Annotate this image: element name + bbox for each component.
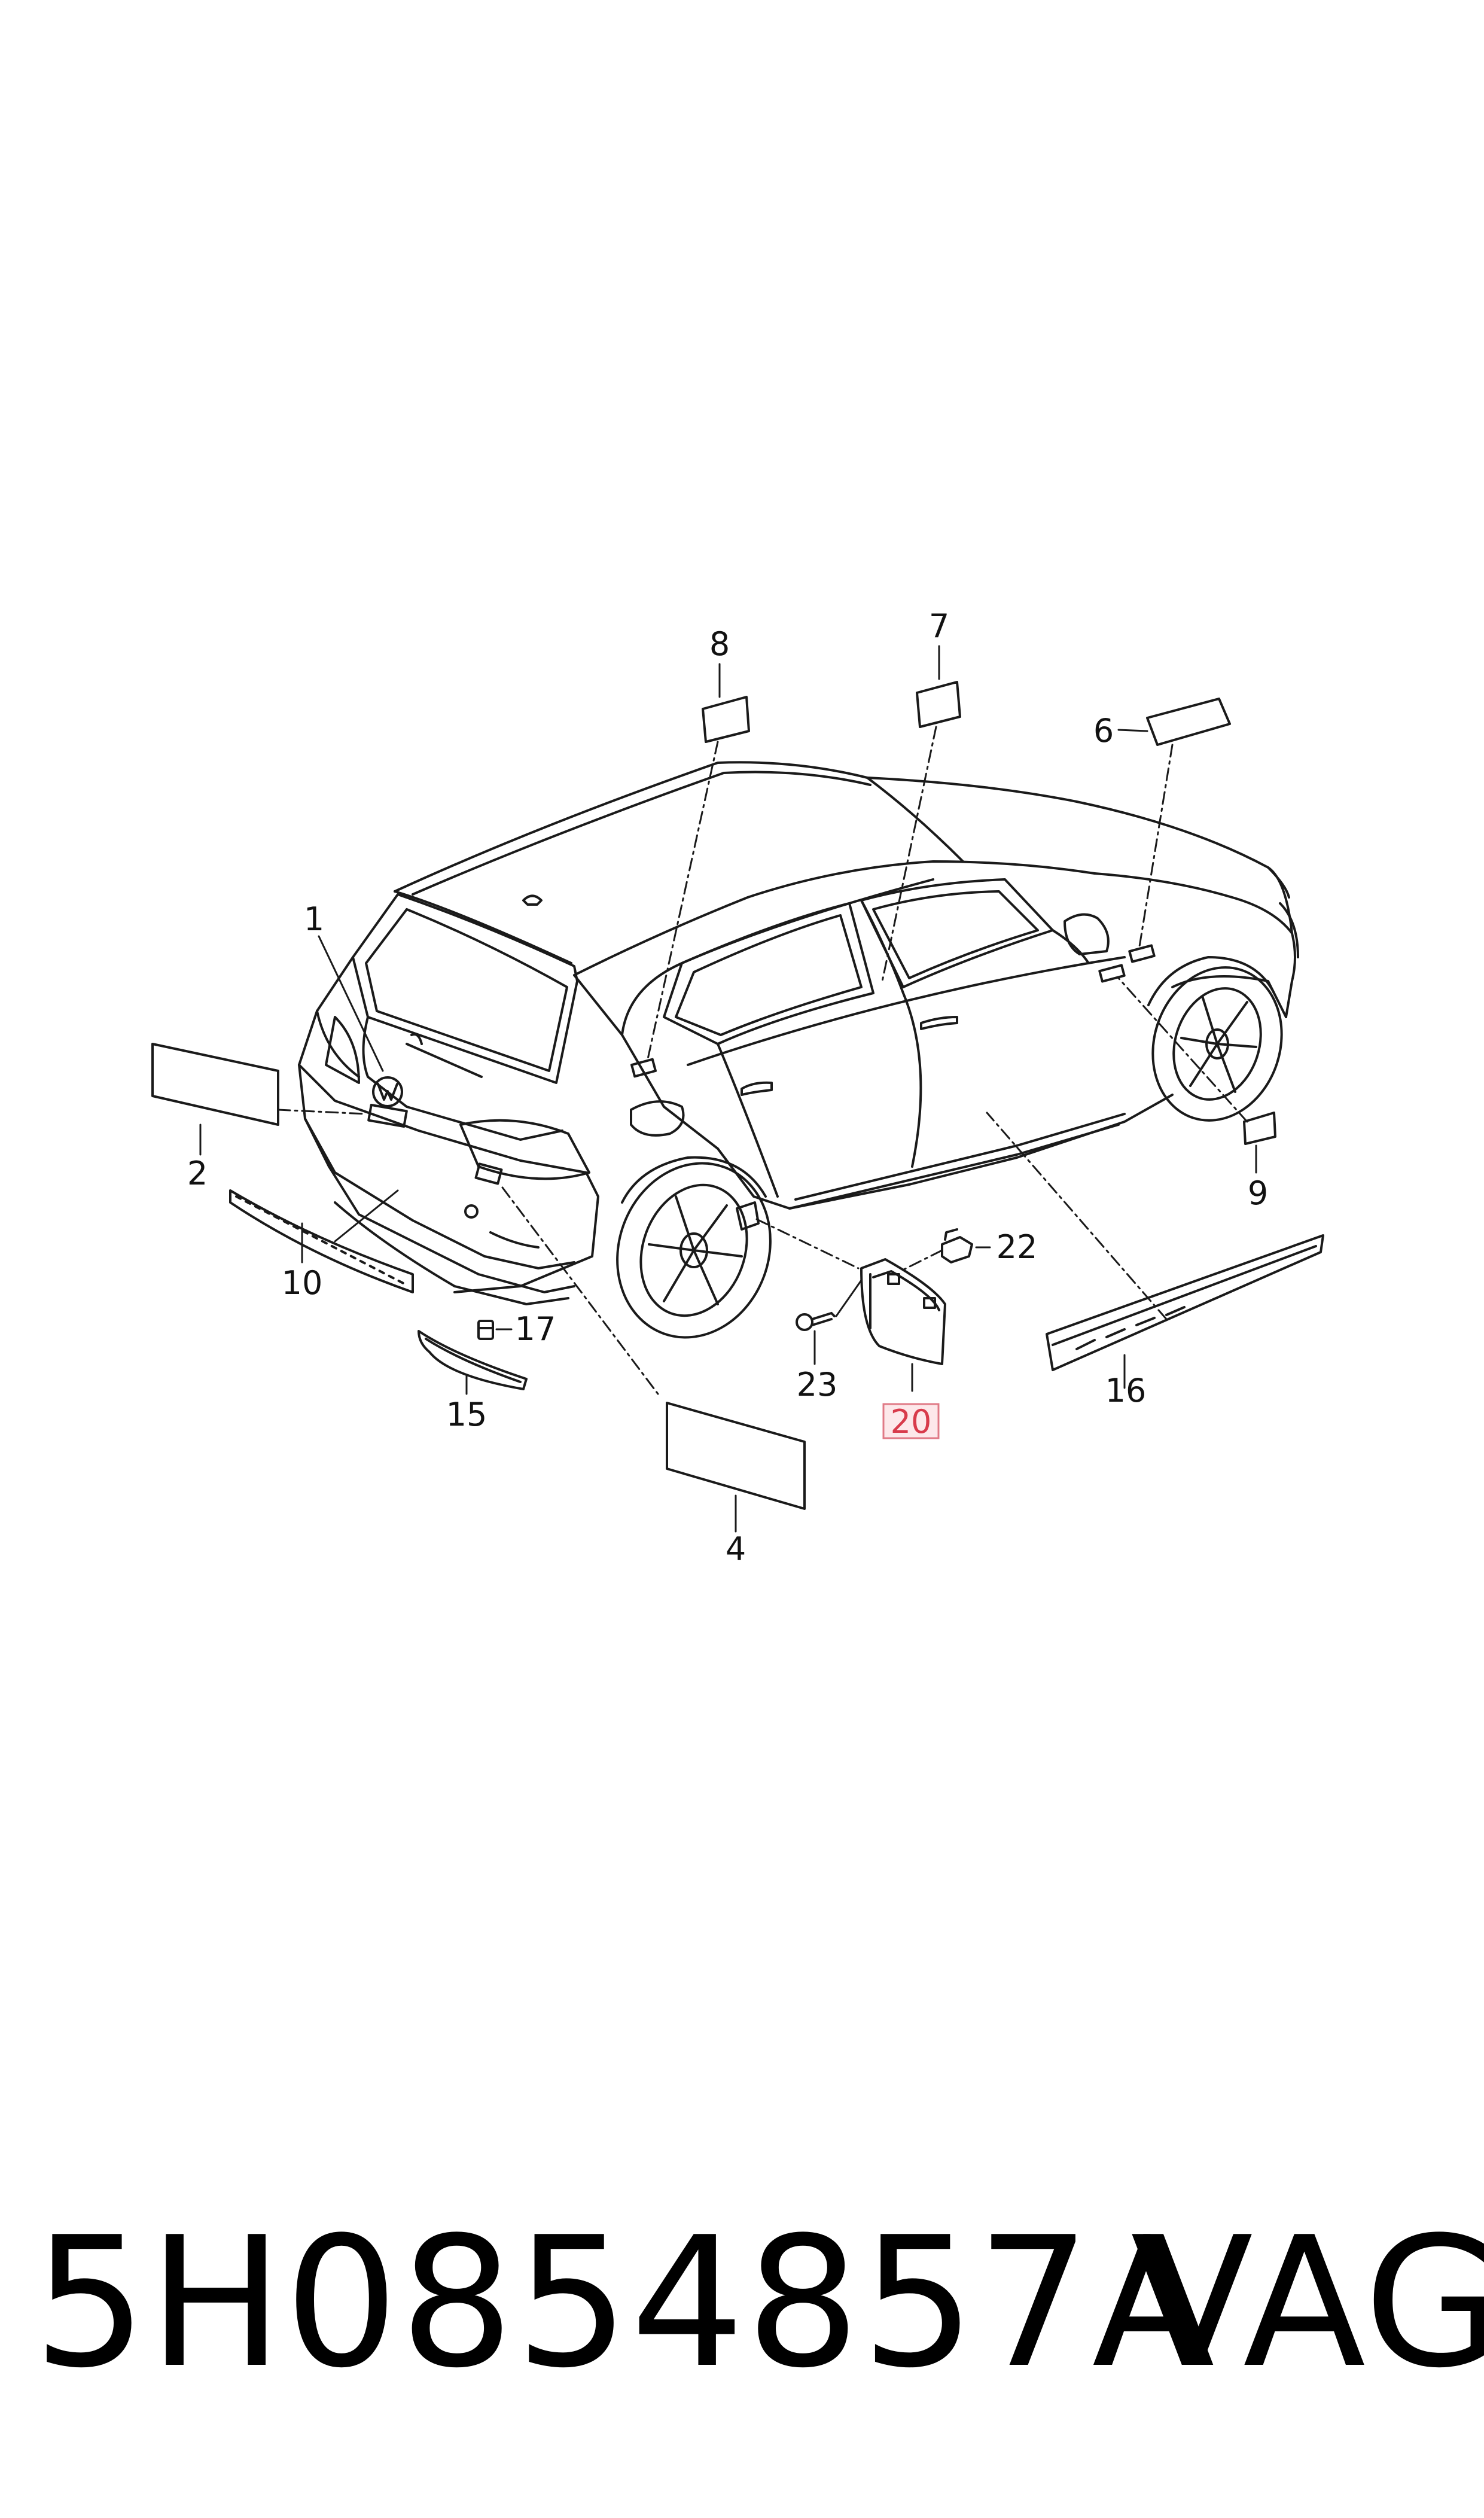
callout-2[interactable]: 2 — [187, 1155, 208, 1192]
callout-20-highlight[interactable]: 20 — [882, 1403, 940, 1441]
callout-8[interactable]: 8 — [709, 625, 730, 663]
callout-15[interactable]: 15 — [446, 1396, 487, 1433]
callout-10[interactable]: 10 — [282, 1264, 323, 1302]
part-9-decal — [1243, 1112, 1276, 1145]
part-20-mud-flap — [860, 1258, 946, 1365]
callout-23[interactable]: 23 — [797, 1366, 838, 1403]
rear-badge-plate — [367, 1103, 408, 1128]
part-2-decal — [151, 1043, 279, 1126]
leader-lines — [199, 645, 1257, 1533]
part-17-clip — [477, 1320, 494, 1340]
front-wheel — [1147, 956, 1283, 1122]
part-4-decal — [666, 1402, 806, 1510]
car-body-outline — [298, 761, 1299, 1305]
part-6-decal — [1146, 698, 1231, 746]
brand-caption: VAG — [1130, 2199, 1484, 2407]
part-22-clip-nut — [941, 1228, 973, 1263]
part-10-trim-strip — [229, 1189, 414, 1293]
callout-4[interactable]: 4 — [726, 1530, 746, 1568]
callout-7[interactable]: 7 — [929, 607, 949, 645]
part-8-decal — [702, 696, 750, 743]
rear-wheel — [616, 1156, 772, 1339]
part-16-sill-strip — [1046, 1234, 1324, 1371]
callout-20[interactable]: 20 — [891, 1403, 932, 1441]
side-marker-rear — [474, 1162, 503, 1185]
part-23-screw — [796, 1312, 836, 1331]
mud-flap-bracket — [736, 1201, 760, 1231]
c-pillar-badge — [630, 1058, 657, 1078]
callout-6[interactable]: 6 — [1093, 712, 1114, 750]
part-15-reflector — [418, 1330, 528, 1390]
part-number-caption: 5H0854857A — [33, 2199, 1216, 2407]
fender-badge-lower — [1098, 964, 1126, 983]
callout-16[interactable]: 16 — [1105, 1372, 1147, 1409]
part-7-decal — [916, 681, 961, 728]
callout-17[interactable]: 17 — [515, 1310, 556, 1348]
callout-1[interactable]: 1 — [304, 900, 324, 938]
rear-vw-emblem — [372, 1076, 403, 1107]
callout-22[interactable]: 22 — [997, 1228, 1038, 1266]
fender-badge-upper — [1128, 944, 1156, 963]
callout-9[interactable]: 9 — [1248, 1174, 1268, 1212]
